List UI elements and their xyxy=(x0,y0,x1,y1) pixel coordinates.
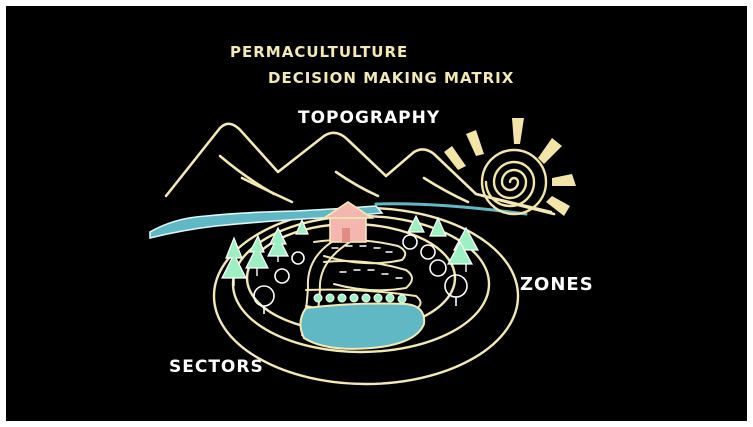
chalkboard-illustration: PERMACULTULTURE DECISION MAKING MATRIX T… xyxy=(6,6,747,421)
house-icon xyxy=(321,201,375,243)
mountains-icon xyxy=(164,122,556,216)
sun-icon xyxy=(444,118,576,216)
sectors-label: SECTORS xyxy=(169,357,264,377)
title-line-1: PERMACULTULTURE xyxy=(230,43,409,61)
fruit-trees-icon xyxy=(253,234,468,314)
title-line-2: DECISION MAKING MATRIX xyxy=(268,69,515,87)
garden-beds-icon xyxy=(305,238,422,315)
pine-trees-icon xyxy=(221,214,480,279)
permaculture-drawing xyxy=(149,118,576,386)
zones-label: ZONES xyxy=(520,274,594,295)
topography-label: TOPOGRAPHY xyxy=(298,108,441,128)
river-icon xyxy=(149,205,384,240)
pond-icon xyxy=(299,302,426,350)
